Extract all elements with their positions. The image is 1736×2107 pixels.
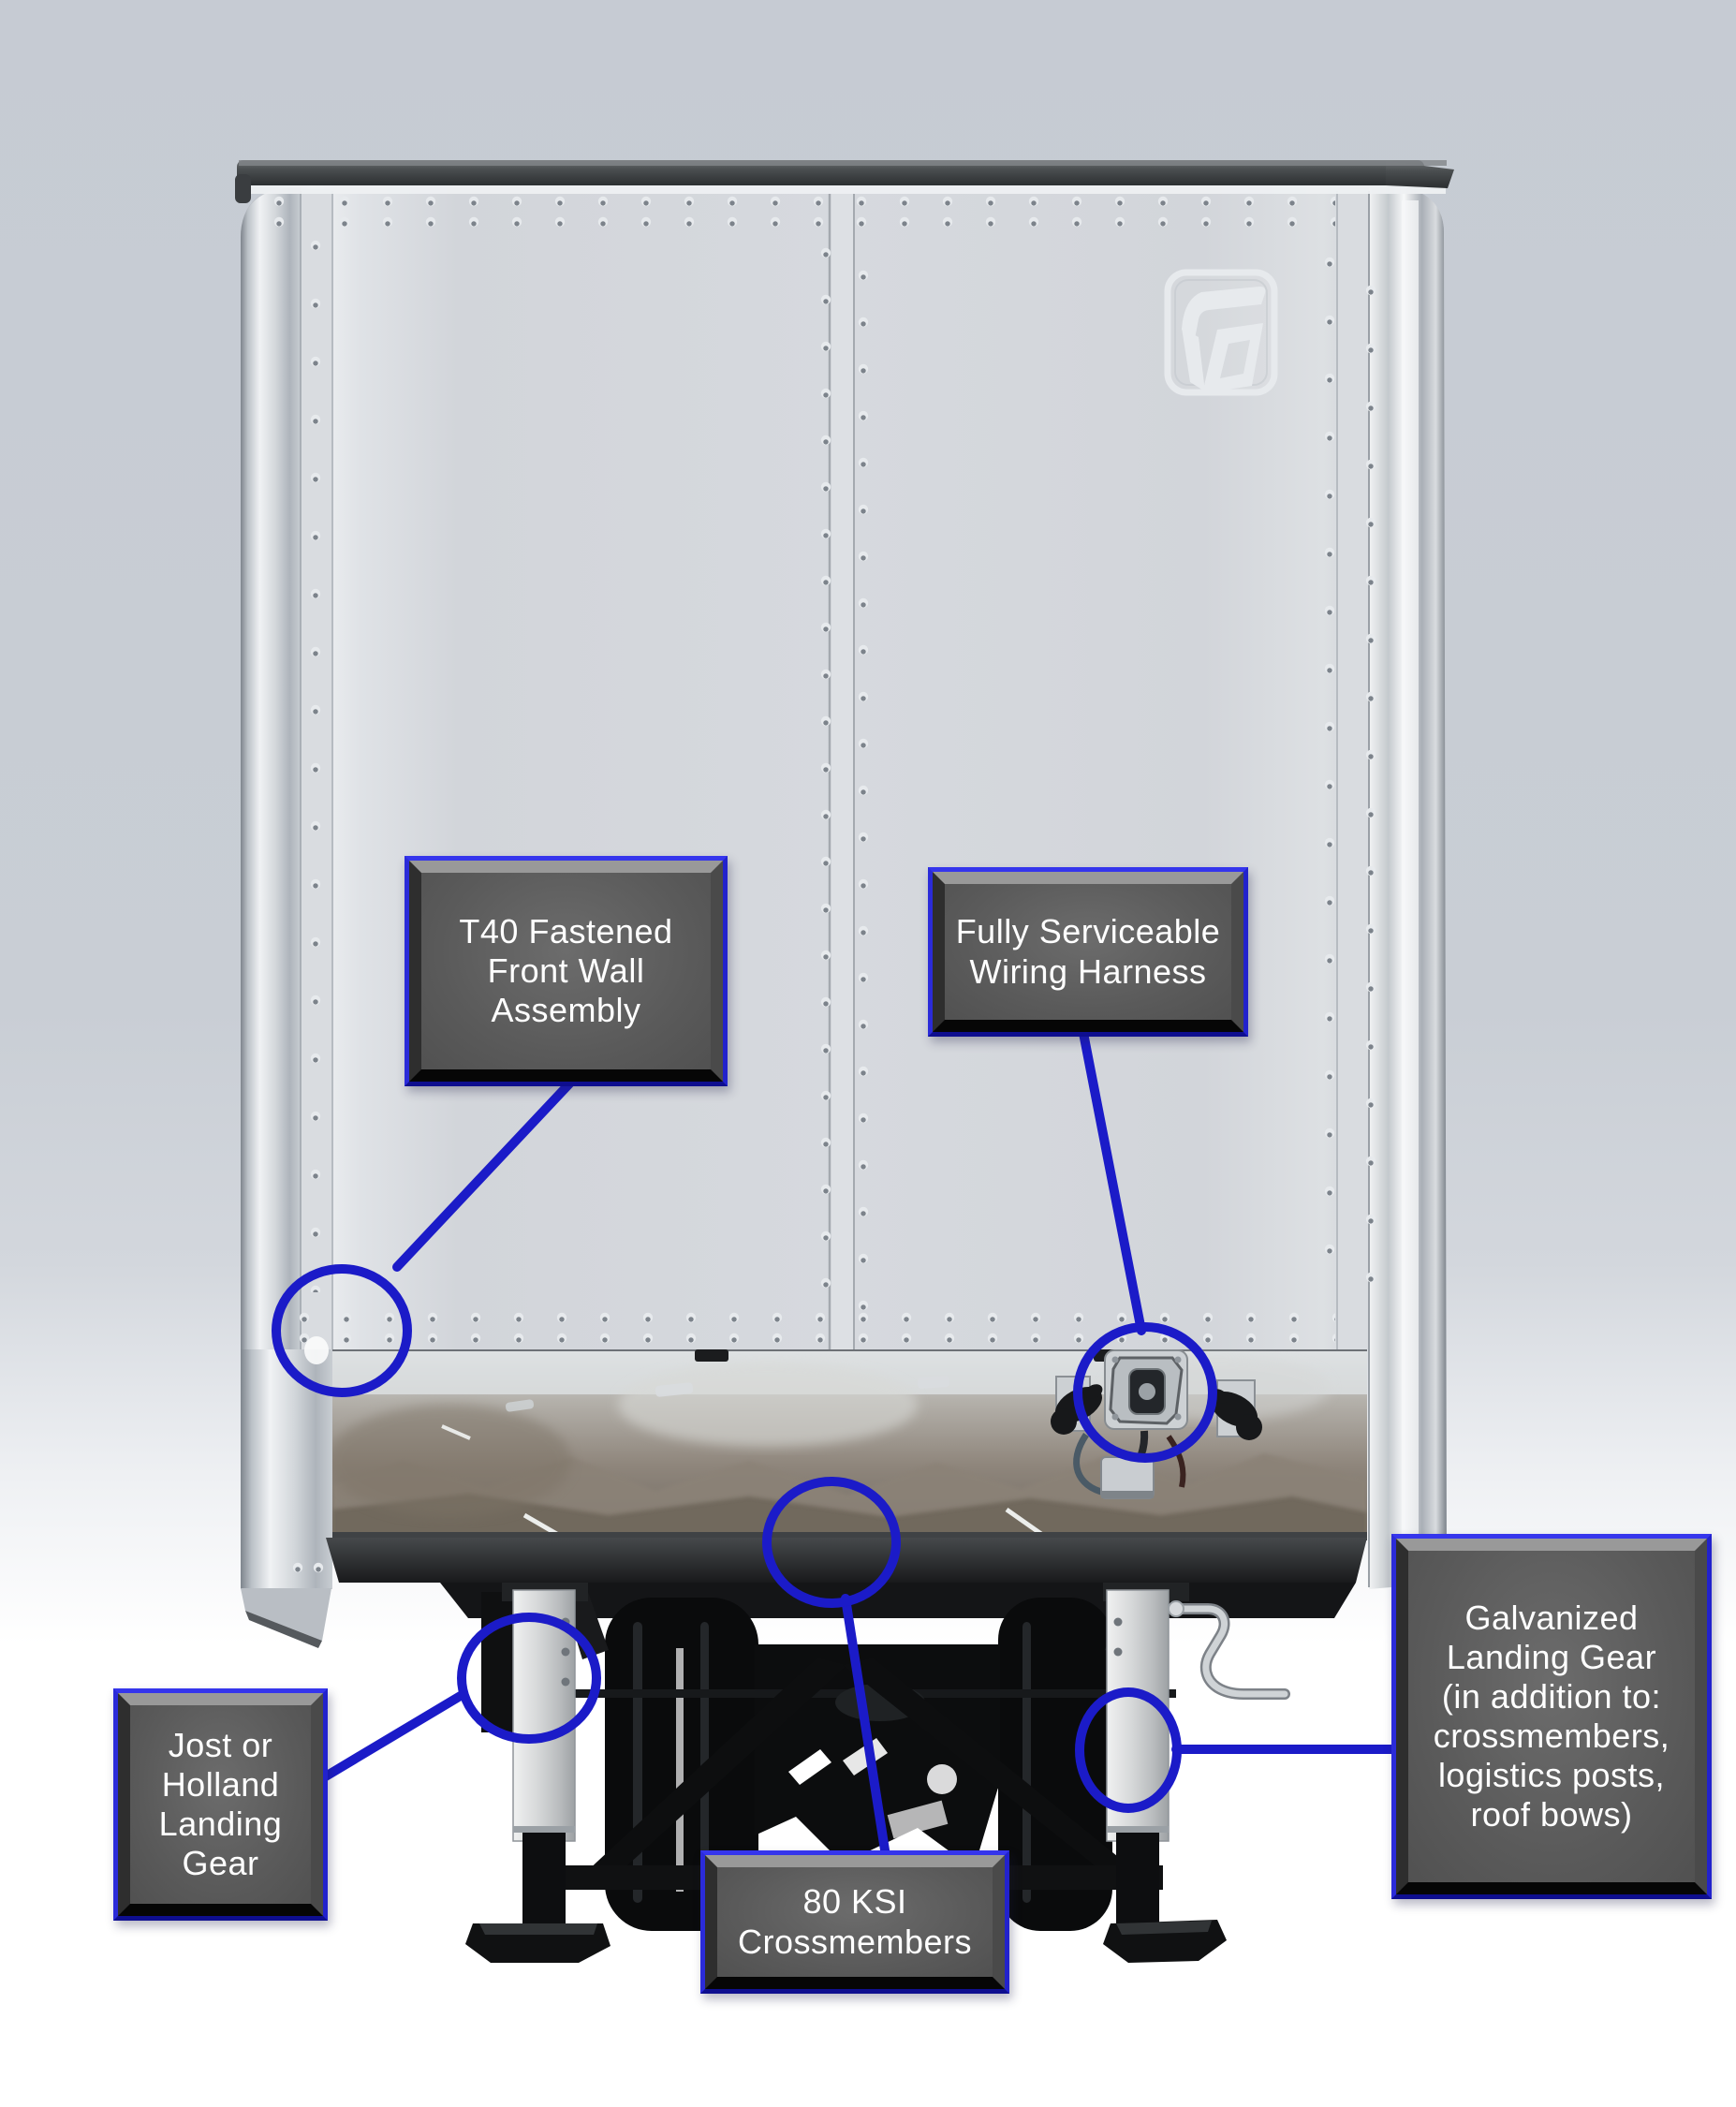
callout-bevel: Galvanized Landing Gear (in addition to:… bbox=[1396, 1539, 1707, 1894]
callout-line-crossmembers bbox=[841, 1594, 890, 1861]
callout-box-jost-holland: Jost or Holland Landing Gear bbox=[113, 1688, 328, 1921]
rivets bbox=[273, 191, 1382, 1348]
callout-box-galvanized: Galvanized Landing Gear (in addition to:… bbox=[1391, 1534, 1712, 1899]
callout-label-galvanized: Galvanized Landing Gear (in addition to:… bbox=[1433, 1598, 1670, 1834]
trailer-roof-cap bbox=[235, 160, 1454, 203]
seven-way-connector bbox=[1104, 1349, 1188, 1430]
callout-line-front-wall bbox=[392, 1074, 579, 1272]
suspension-machinery bbox=[481, 1583, 1189, 1869]
bottom-rail bbox=[326, 1538, 1367, 1583]
callout-label-wiring-harness: Fully Serviceable Wiring Harness bbox=[955, 912, 1221, 991]
brand-logo-icon bbox=[1164, 269, 1278, 396]
callout-label-front-wall: T40 Fastened Front Wall Assembly bbox=[459, 911, 673, 1030]
callout-bevel: Jost or Holland Landing Gear bbox=[118, 1693, 323, 1916]
callout-bevel: 80 KSI Crossmembers bbox=[705, 1855, 1005, 1989]
callout-bevel: T40 Fastened Front Wall Assembly bbox=[409, 861, 723, 1082]
highlight-circle-crossmember bbox=[762, 1477, 901, 1608]
landing-gear-left-leg bbox=[465, 1589, 611, 1963]
callout-connectors bbox=[272, 1024, 1404, 1861]
crank-handle bbox=[1168, 1600, 1290, 1700]
callout-box-crossmembers: 80 KSI Crossmembers bbox=[700, 1850, 1009, 1994]
wire-red bbox=[1166, 1435, 1186, 1488]
highlight-circle-left-leg bbox=[457, 1613, 601, 1744]
wire-blue bbox=[1073, 1433, 1106, 1496]
landing-gear-right-leg bbox=[1103, 1589, 1227, 1963]
callout-label-crossmembers: 80 KSI Crossmembers bbox=[737, 1882, 973, 1961]
wiring-harness-area bbox=[1051, 1349, 1262, 1499]
undercarriage bbox=[326, 1538, 1367, 1963]
callout-box-wiring-harness: Fully Serviceable Wiring Harness bbox=[928, 867, 1248, 1037]
callout-bevel: Fully Serviceable Wiring Harness bbox=[933, 872, 1243, 1032]
callout-line-jost-holland bbox=[315, 1689, 468, 1785]
callout-line-wiring-harness bbox=[1078, 1024, 1146, 1335]
highlight-circle-front-wall bbox=[272, 1264, 412, 1397]
callout-label-jost-holland: Jost or Holland Landing Gear bbox=[158, 1725, 283, 1883]
highlight-circle-wiring-harness bbox=[1073, 1322, 1217, 1463]
callout-box-front-wall: T40 Fastened Front Wall Assembly bbox=[405, 856, 728, 1086]
highlight-circle-right-leg bbox=[1075, 1687, 1182, 1813]
